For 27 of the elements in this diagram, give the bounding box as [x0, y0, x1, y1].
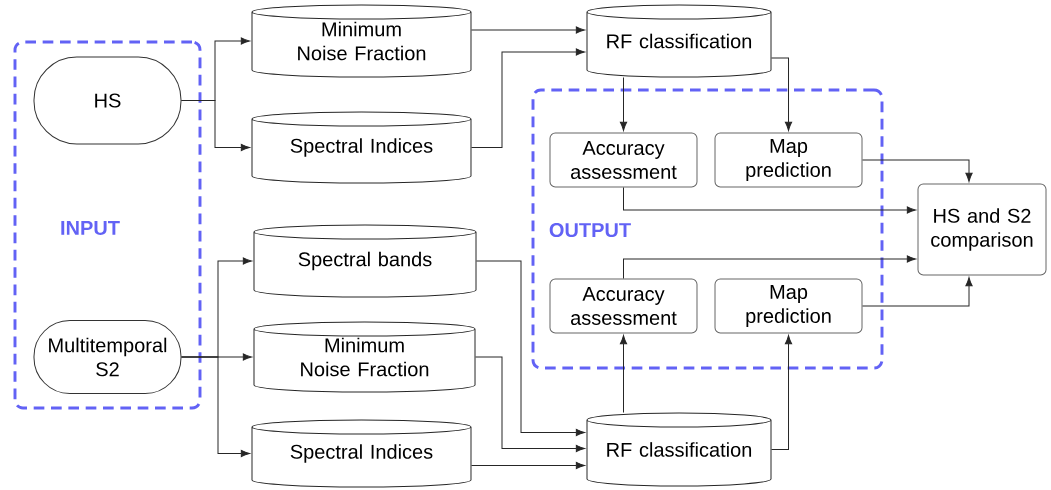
- arrow: [623, 255, 916, 279]
- data-cylinder: RF classification: [586, 412, 772, 487]
- arrow: [475, 356, 585, 453]
- process-box: Accuracy assessment: [549, 132, 698, 188]
- arrow: [771, 335, 793, 450]
- arrow: [619, 77, 628, 131]
- data-cylinder: Spectral bands: [253, 224, 477, 298]
- arrow: [619, 335, 628, 413]
- process-box: Accuracy assessment: [549, 278, 698, 334]
- process-box: Map prediction: [714, 132, 863, 188]
- arrow: [476, 260, 585, 437]
- data-cylinder: Minimum Noise Fraction: [253, 321, 476, 393]
- data-cylinder: RF classification: [586, 4, 772, 78]
- data-cylinder: Spectral Indices: [251, 111, 472, 184]
- process-box: Map prediction: [714, 278, 863, 334]
- arrow: [623, 187, 916, 214]
- process-box: HS and S2 comparison: [917, 183, 1047, 276]
- arrow: [181, 100, 250, 152]
- arrow: [471, 26, 585, 34]
- data-cylinder: Spectral Indices: [251, 419, 472, 488]
- arrow: [181, 356, 250, 458]
- arrow: [471, 48, 585, 148]
- arrow: [862, 159, 973, 182]
- arrow: [471, 461, 585, 470]
- arrow: [771, 57, 793, 131]
- data-cylinder: Minimum Noise Fraction: [251, 4, 472, 78]
- arrow: [862, 277, 973, 307]
